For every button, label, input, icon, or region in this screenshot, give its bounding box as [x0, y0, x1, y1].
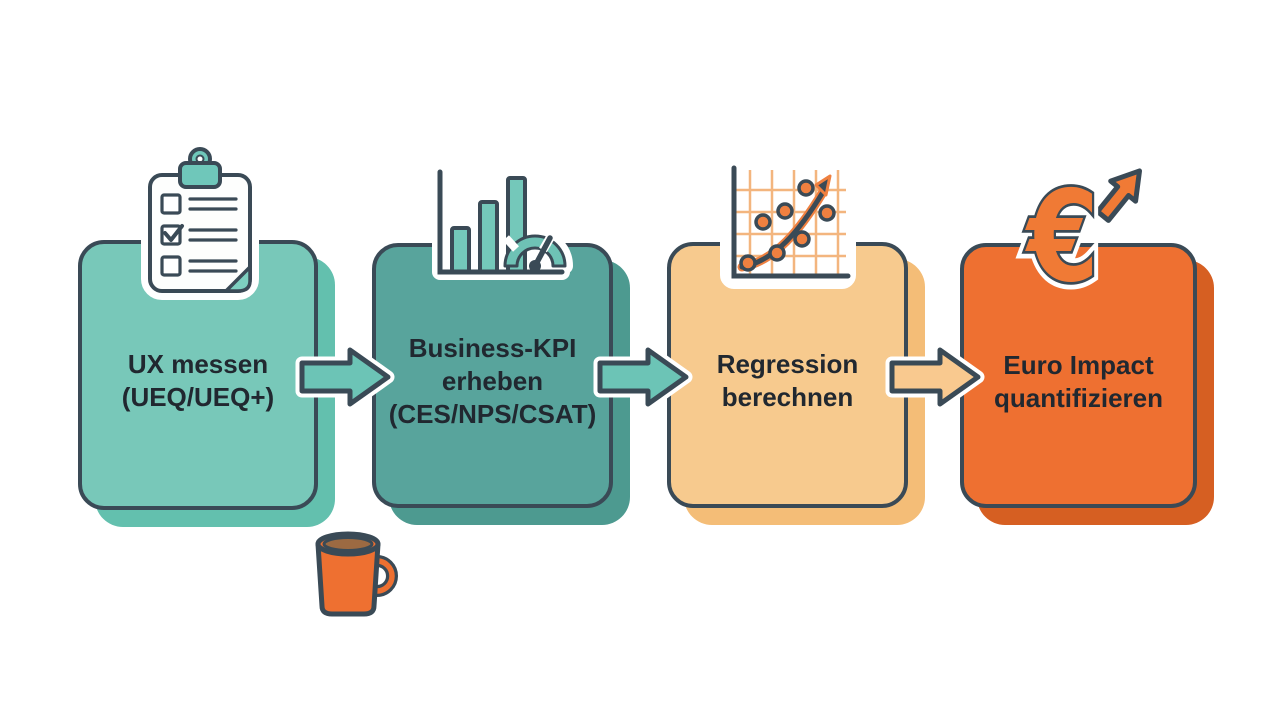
step2-panel: Business-KPI erheben (CES/NPS/CSAT) — [372, 243, 613, 508]
euro-growth-icon: € € — [1018, 157, 1146, 317]
step4-panel: Euro Impact quantifizieren — [960, 243, 1197, 508]
step3-label: Regression berechnen — [717, 336, 859, 414]
bar-chart-gauge-icon — [432, 164, 573, 280]
flow-arrow-3 — [885, 343, 985, 411]
step1-line2: (UEQ/UEQ+) — [121, 382, 275, 412]
step2-line3: (CES/NPS/CSAT) — [388, 399, 597, 429]
svg-text:€: € — [1024, 164, 1099, 311]
flow-arrow-1 — [295, 343, 395, 411]
flow-arrow-2 — [593, 343, 693, 411]
step4-line2: quantifizieren — [993, 382, 1163, 413]
step2-line1: Business-KPI — [408, 333, 577, 363]
step4-label: Euro Impact quantifizieren — [994, 337, 1163, 415]
step3-line2: berechnen — [721, 382, 854, 412]
coffee-mug-icon — [315, 531, 398, 617]
step2-label: Business-KPI erheben (CES/NPS/CSAT) — [389, 320, 597, 431]
scatter-trend-icon — [720, 156, 856, 289]
svg-text:€: € — [1024, 164, 1099, 311]
clipboard-checklist-icon — [141, 140, 259, 300]
step3-line1: Regression — [716, 349, 859, 379]
step1-line1: UX messen — [127, 349, 269, 379]
step4-line1: Euro Impact — [1003, 349, 1154, 380]
step2-line2: erheben — [441, 366, 544, 396]
step1-label: UX messen (UEQ/UEQ+) — [122, 336, 274, 414]
